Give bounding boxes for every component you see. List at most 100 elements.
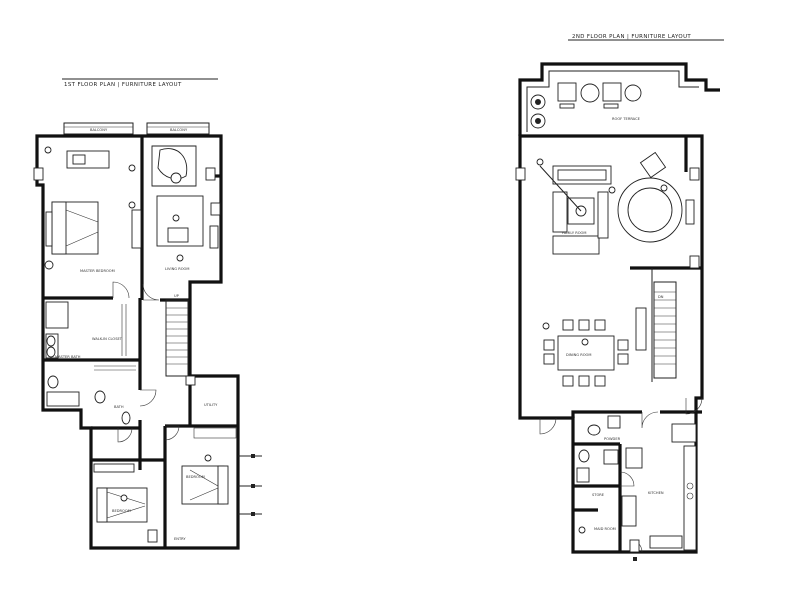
utility-label: UTILITY (204, 403, 218, 407)
balcony-railings: BALCONY BALCONY (63, 122, 210, 135)
basin-1 (46, 335, 56, 347)
kitchen-counter (683, 445, 697, 551)
bed-2 (181, 465, 225, 505)
bedroom-2-furniture: BEDROOM (181, 465, 229, 505)
dining-label: DINING ROOM (566, 353, 591, 357)
door-entry-2 (539, 417, 557, 435)
right-electrical-symbols (536, 158, 668, 561)
maid-shower (603, 449, 619, 465)
master-bedroom-furniture: MASTER BEDROOM (44, 201, 115, 273)
sofa-bottom (552, 235, 600, 255)
door-bed2 (164, 425, 180, 441)
left-exterior-wall (35, 134, 240, 550)
door-corridor (139, 389, 157, 407)
powder-label: POWDER (604, 437, 621, 441)
door-living (142, 283, 160, 301)
console (209, 225, 219, 249)
entry-label: ENTRY (174, 537, 186, 541)
bedroom-3-label: BEDROOM (112, 509, 131, 513)
left-stair: UP (165, 294, 189, 377)
master-bed-label: MASTER BEDROOM (80, 269, 115, 273)
bathtub (46, 391, 80, 407)
sideboard (635, 307, 647, 351)
living-label: LIVING ROOM (165, 267, 189, 271)
bed-sheet-fold (65, 209, 99, 247)
left-plan-title: 1ST FLOOR PLAN | FURNITURE LAYOUT (62, 78, 218, 88)
kitchen-fixtures: KITCHEN (621, 423, 697, 551)
wall-service-north (571, 410, 642, 418)
door-bed (112, 281, 130, 299)
desk-monitor (72, 154, 86, 165)
side-console (597, 191, 609, 239)
wall-shelf (685, 199, 695, 225)
terrace-parapet (518, 62, 720, 136)
bath-fixtures: BATH (94, 390, 131, 425)
service-fixtures: POWDER STORE MAID ROOM (576, 415, 643, 531)
nightstand-lamp (44, 260, 54, 270)
right-interior-walls (571, 136, 702, 552)
stair-outline-2 (653, 281, 677, 379)
right-doors (539, 397, 703, 553)
water-tank (580, 83, 600, 103)
utility-counter (193, 427, 237, 439)
round-table (627, 187, 673, 233)
family-label: FAMILY ROOM (562, 231, 586, 235)
closet-label: WALK-IN CLOSET (92, 337, 123, 341)
powder-toilet (587, 424, 601, 436)
bed-2-headboard (217, 465, 229, 505)
maid-basin (576, 467, 590, 483)
terrace-label: ROOF TERRACE (612, 117, 641, 121)
kitchen-label: KITCHEN (648, 491, 664, 495)
stair-outline (165, 299, 189, 377)
bath-label: BATH (114, 405, 124, 409)
water-tank-2 (624, 84, 642, 102)
terrace-inner-parapet (526, 70, 699, 132)
stair-up-label: UP (174, 294, 180, 298)
right-plan-title-text: 2ND FLOOR PLAN | FURNITURE LAYOUT (572, 34, 691, 40)
side-table (170, 172, 182, 184)
door-kitchen (641, 411, 659, 429)
bath-toilet (121, 411, 131, 425)
door-store (619, 471, 635, 487)
store-label: STORE (592, 493, 605, 497)
left-electrical-symbols (44, 146, 262, 516)
chaise-lounge (157, 148, 188, 180)
left-plan-title-text: 1ST FLOOR PLAN | FURNITURE LAYOUT (64, 82, 182, 88)
left-doors (112, 281, 180, 443)
family-room-furniture: FAMILY ROOM (539, 151, 695, 255)
tv-cabinet (131, 209, 142, 249)
walk-in-closet-rails (94, 304, 136, 371)
lamp-arm (539, 165, 582, 212)
left-floor-plan: BALCONY BALCONY (33, 122, 262, 550)
ac-unit-1 (557, 82, 577, 102)
balcony-2-label: BALCONY (170, 128, 188, 132)
bath-basin (94, 390, 106, 404)
balcony-railing-1 (63, 122, 134, 135)
bed-bench (45, 211, 53, 247)
living-room-furniture: LIVING ROOM (66, 145, 219, 271)
right-exterior-wall (518, 134, 704, 554)
balcony-1-label: BALCONY (90, 128, 108, 132)
right-floor-plan: ROOF TERRACE (515, 62, 720, 561)
powder-basin (607, 415, 621, 429)
dining-furniture: DINING ROOM (543, 307, 647, 387)
door-bath2 (117, 427, 133, 443)
right-plan-title: 2ND FLOOR PLAN | FURNITURE LAYOUT (568, 34, 724, 41)
terrace-equipment: ROOF TERRACE (530, 82, 642, 129)
bed-3-headboard (96, 487, 108, 523)
kitchen-island (621, 495, 637, 527)
maid-label: MAID ROOM (594, 527, 616, 531)
bedroom-3-furniture: BEDROOM (93, 463, 148, 523)
door-balcony (685, 397, 703, 415)
fridge (625, 447, 643, 469)
base-cabinet (649, 535, 683, 549)
master-bath-label: MASTER BATH (55, 355, 81, 359)
accent-chair (639, 151, 667, 179)
bed-3-wardrobe (93, 463, 135, 473)
balcony-railing-2 (146, 122, 210, 135)
master-bath-fixtures: MASTER BATH WALK-IN CLOSET (45, 301, 136, 407)
stair-dn-label: DN (658, 295, 664, 299)
kitchen-sink (671, 423, 697, 443)
